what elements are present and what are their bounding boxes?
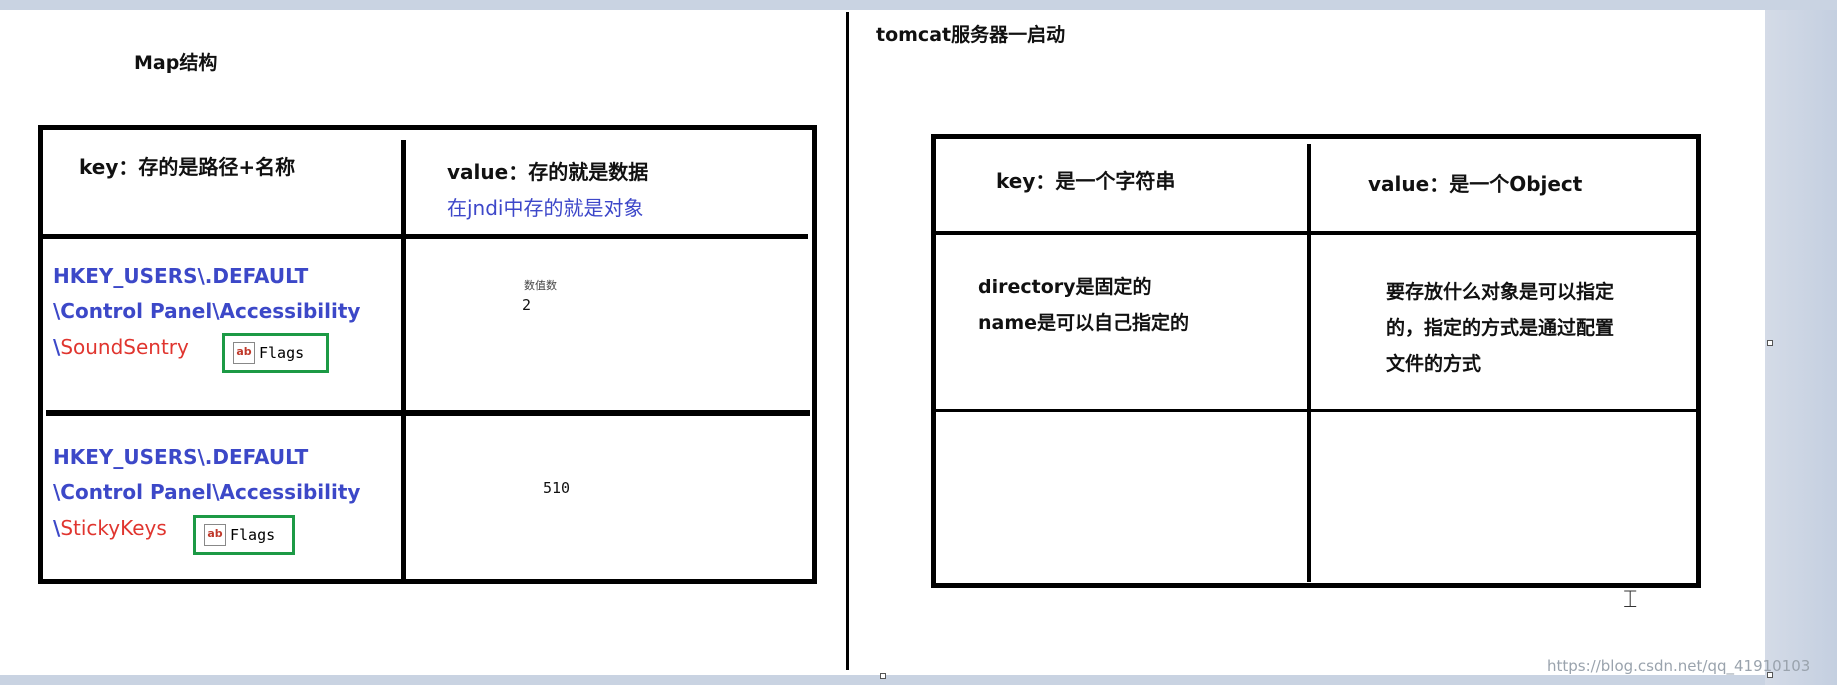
row2-path-prefix: \	[53, 516, 61, 540]
tomcat-value-header: value：是一个Object	[1368, 172, 1583, 196]
row2-path-line2: \Control Panel\Accessibility	[53, 480, 361, 504]
map-key-header: key：存的是路径+名称	[79, 155, 296, 179]
map-table-vertical-rule	[401, 140, 406, 582]
vertical-divider-line	[846, 12, 849, 670]
string-value-icon: ab	[233, 342, 255, 364]
row2-value: 510	[543, 479, 571, 497]
tomcat-key-header: key：是一个字符串	[996, 169, 1176, 193]
tomcat-key-line1: directory是固定的	[978, 276, 1152, 298]
top-window-edge	[0, 0, 1837, 10]
tomcat-value-line3: 文件的方式	[1386, 353, 1482, 375]
map-table-row-rule	[46, 410, 810, 416]
resize-handle-bottom[interactable]	[880, 673, 886, 679]
row1-value-fragment: 数值数	[524, 279, 557, 292]
text-cursor-icon: ⌶	[1623, 585, 1638, 613]
row1-path-line2: \Control Panel\Accessibility	[53, 299, 361, 323]
row1-path-leaf: SoundSentry	[60, 335, 189, 359]
row2-path-line1: HKEY_USERS\.DEFAULT	[53, 445, 309, 469]
bottom-window-edge	[0, 675, 1765, 685]
tomcat-title: tomcat服务器一启动	[876, 24, 1066, 46]
map-table[interactable]	[38, 125, 817, 584]
row1-value: 2	[522, 296, 532, 314]
row2-path-line3: \StickyKeys	[53, 511, 167, 546]
map-table-header-rule	[40, 234, 808, 239]
resize-handle-bottom-right[interactable]	[1767, 672, 1773, 678]
right-window-edge	[1765, 10, 1837, 685]
row1-path-line3: \SoundSentry	[53, 330, 189, 365]
row2-flags-box[interactable]: ab Flags	[193, 515, 295, 555]
tomcat-value-line1: 要存放什么对象是可以指定	[1386, 281, 1615, 303]
row1-path-line1: HKEY_USERS\.DEFAULT	[53, 264, 309, 288]
row2-flags-label: Flags	[230, 526, 276, 544]
tomcat-table-row-rule	[933, 409, 1697, 412]
tomcat-table-header-rule	[933, 231, 1701, 235]
tomcat-key-line2: name是可以自己指定的	[978, 312, 1190, 334]
map-value-header: value：存的就是数据	[447, 160, 649, 184]
row2-path-leaf: StickyKeys	[60, 516, 167, 540]
watermark: https://blog.csdn.net/qq_41910103	[1547, 657, 1811, 675]
resize-handle-right[interactable]	[1767, 340, 1773, 346]
tomcat-table-vertical-rule	[1307, 144, 1311, 582]
tomcat-value-line2: 的，指定的方式是通过配置	[1386, 317, 1615, 339]
map-value-note: 在jndi中存的就是对象	[447, 196, 644, 220]
row1-flags-label: Flags	[259, 344, 305, 362]
string-value-icon: ab	[204, 524, 226, 546]
map-structure-title: Map结构	[134, 52, 218, 74]
row1-flags-box[interactable]: ab Flags	[222, 333, 329, 373]
tomcat-table[interactable]	[931, 134, 1701, 588]
row1-path-prefix: \	[53, 335, 61, 359]
